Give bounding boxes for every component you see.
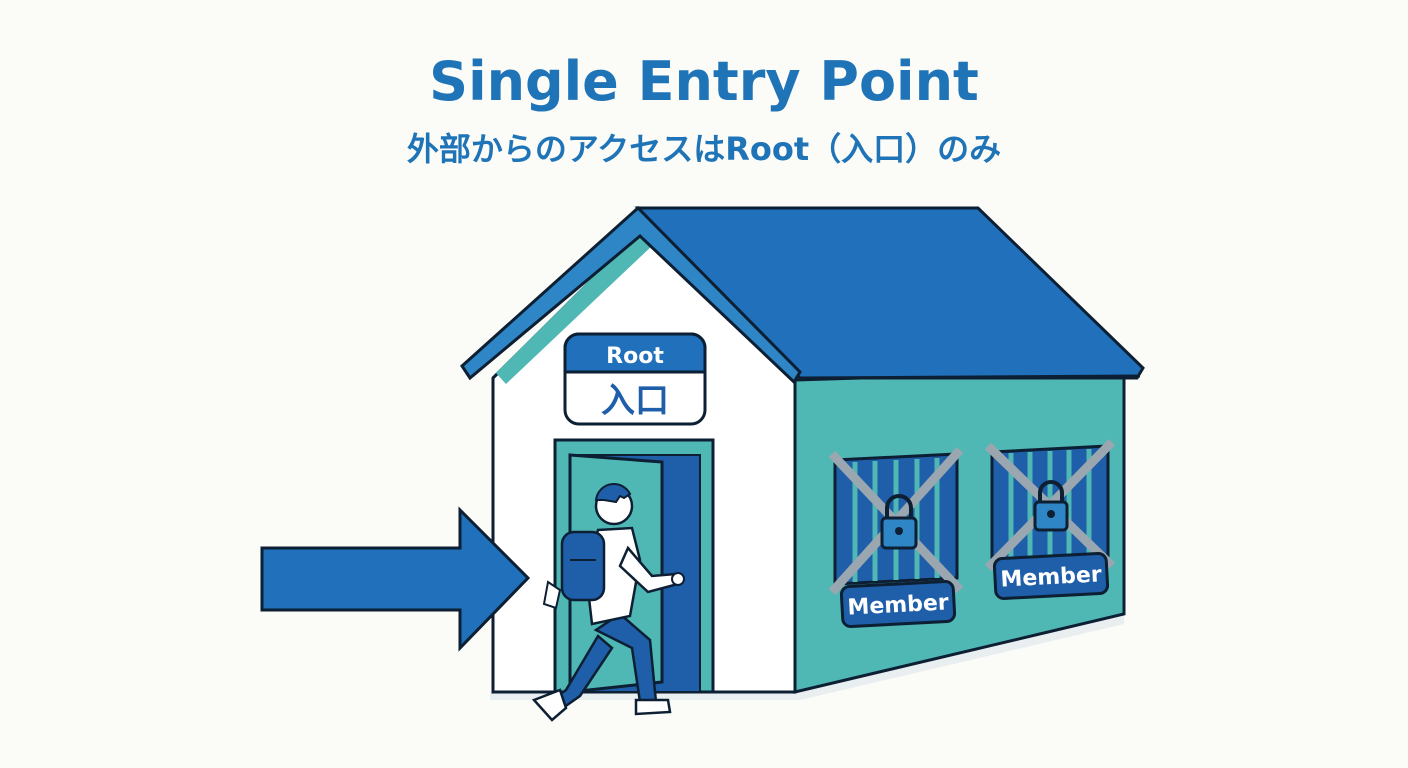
house-roof-front [460,205,802,385]
root-sign: Root 入口 [563,332,707,426]
padlock-icon [880,494,918,550]
entry-arrow [260,506,531,652]
diagram-title: Single Entry Point [429,50,979,113]
member-window-1: Member [828,446,964,628]
padlock-icon [1033,480,1069,532]
root-label: Root [606,344,664,369]
member-label-1: Member [847,590,950,620]
member-window-2: Member [984,438,1116,600]
gable-trim [496,230,654,384]
root-entrance-text: 入口 [601,381,669,421]
person-walking [531,483,685,722]
diagram-subtitle: 外部からのアクセスはRoot（入口）のみ [407,130,1001,168]
member-label-2: Member [1000,562,1103,592]
roof-eave-line [799,374,1141,380]
